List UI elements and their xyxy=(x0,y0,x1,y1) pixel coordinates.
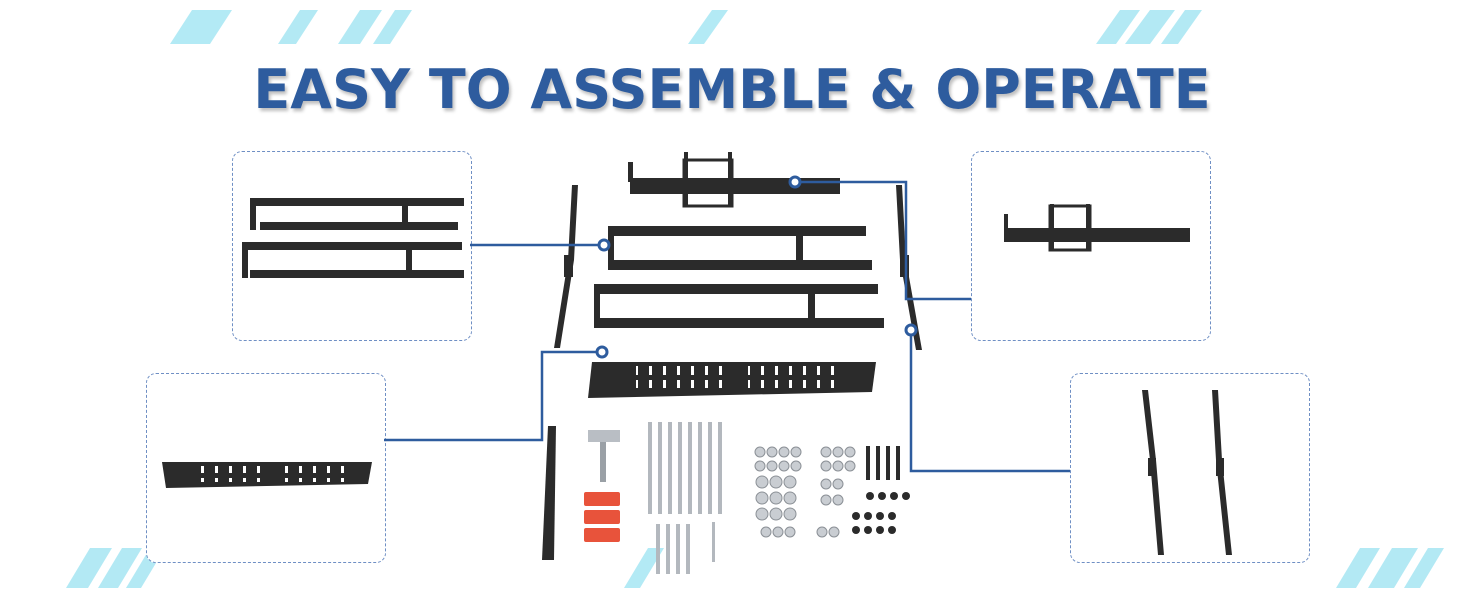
bolt xyxy=(708,422,712,514)
connector-support-arms xyxy=(909,330,1070,473)
connector-lines xyxy=(384,180,1070,473)
support-arm-joint xyxy=(900,255,909,277)
stripe xyxy=(338,10,382,44)
connector-dots xyxy=(595,175,918,359)
stripe xyxy=(98,548,142,588)
left-support-arm xyxy=(554,185,578,348)
support-arm xyxy=(554,185,578,348)
rail-end xyxy=(242,242,248,278)
rail-brace xyxy=(796,236,803,262)
rail xyxy=(242,242,462,250)
connector-loading-ramp xyxy=(384,350,602,442)
bolt xyxy=(886,446,890,480)
bolt xyxy=(866,446,870,480)
stripe xyxy=(1161,10,1202,44)
pad xyxy=(584,528,620,542)
stripe xyxy=(624,548,664,588)
rail-brace xyxy=(402,206,408,224)
rail xyxy=(612,260,872,270)
frame-rails-callout-image xyxy=(242,198,464,278)
washers-nuts xyxy=(754,446,856,538)
ramp-holes xyxy=(748,366,838,388)
stripe xyxy=(1336,548,1380,588)
ramp-holes xyxy=(200,466,270,482)
pin xyxy=(712,522,715,562)
rail xyxy=(612,226,866,236)
hitch-tube xyxy=(630,178,840,194)
hitch-plate xyxy=(1050,204,1054,250)
loading-ramp xyxy=(588,362,876,398)
stripe xyxy=(373,10,412,44)
pad xyxy=(584,510,620,524)
rail xyxy=(260,222,458,230)
support-arm xyxy=(896,185,922,350)
bolt xyxy=(648,422,652,514)
bolt xyxy=(896,446,900,480)
connector-hitch-bar xyxy=(795,180,971,301)
hitch-end xyxy=(628,162,633,182)
hardware-kit xyxy=(542,422,910,574)
right-support-arm xyxy=(896,185,922,350)
ramp-holes xyxy=(636,366,726,388)
rail xyxy=(598,284,878,294)
connector-dot xyxy=(597,238,611,252)
bolt xyxy=(666,524,670,574)
stripe xyxy=(688,10,728,44)
bolt xyxy=(686,524,690,574)
pad xyxy=(584,492,620,506)
bolt xyxy=(656,524,660,574)
hitch-clamp xyxy=(588,430,620,442)
rail xyxy=(250,270,464,278)
bolt xyxy=(678,422,682,514)
stripe xyxy=(1125,10,1175,44)
bolt xyxy=(676,524,680,574)
hitch-plate xyxy=(684,152,688,206)
frame-rails xyxy=(594,226,884,328)
rail-brace xyxy=(406,250,412,272)
hitch-bar-callout-image xyxy=(1004,204,1190,252)
long-bolts xyxy=(648,422,722,514)
black-bolts xyxy=(852,446,910,534)
bolt xyxy=(658,422,662,514)
stripe xyxy=(1368,548,1418,588)
bolt xyxy=(718,422,722,514)
rail-brace xyxy=(808,294,815,320)
page-title: EASY TO ASSEMBLE & OPERATE xyxy=(253,58,1211,121)
flat-bar xyxy=(542,426,556,560)
hitch-end xyxy=(1004,214,1008,230)
connector-dot xyxy=(595,345,609,359)
bolt xyxy=(698,422,702,514)
rail-end xyxy=(250,198,256,230)
connector-dot xyxy=(904,323,918,337)
bolt xyxy=(668,422,672,514)
hitch-plate xyxy=(728,152,732,206)
callout-support-arms xyxy=(1070,373,1310,563)
stripe xyxy=(1404,548,1444,588)
stripe xyxy=(170,10,232,44)
stripe xyxy=(278,10,318,44)
support-arm-joint xyxy=(1148,458,1156,476)
hitch-bar xyxy=(628,152,840,208)
bolt xyxy=(876,446,880,480)
hitch-pin xyxy=(600,442,606,482)
support-arm-joint xyxy=(1216,458,1224,476)
hitch-tube xyxy=(1004,228,1190,242)
bolt xyxy=(688,422,692,514)
short-bolts xyxy=(656,522,715,574)
rail xyxy=(252,198,464,206)
loading-ramp-callout-image xyxy=(162,462,372,488)
rail-end xyxy=(594,284,600,328)
support-arm-joint xyxy=(564,255,573,277)
support-arms-callout-image xyxy=(1142,390,1232,555)
stripe xyxy=(66,548,112,588)
rail xyxy=(600,318,884,328)
connector-dot xyxy=(788,175,802,189)
stripe xyxy=(1096,10,1140,44)
rail-end xyxy=(608,226,614,270)
hitch-plate xyxy=(1086,204,1090,250)
ramp-holes xyxy=(280,466,350,482)
